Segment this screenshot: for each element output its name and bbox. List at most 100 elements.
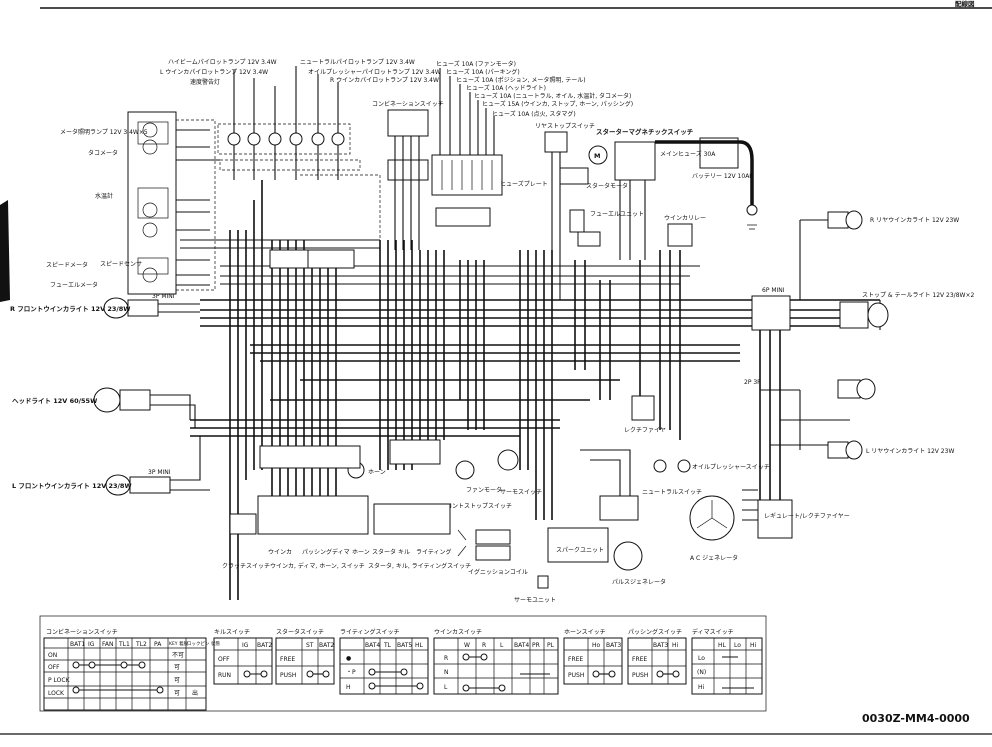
light-row-3: H — [346, 684, 351, 691]
main-harness — [229, 180, 781, 600]
spark-unit-label: スパークユニット — [556, 547, 604, 554]
fuse-head-label: ヒューズ 10A (ヘッドライト) — [466, 84, 546, 92]
right-handlebar-switch — [373, 439, 451, 535]
table-combination-title: コンビネーションスイッチ — [46, 628, 118, 636]
table-winker-title: ウインカスイッチ — [434, 628, 482, 636]
corner-title: 配線図 — [955, 0, 975, 8]
rectifier — [631, 395, 655, 421]
spark-unit — [547, 449, 639, 563]
kill-row-run: RUN — [218, 672, 231, 679]
wink-h-bat4: BAT4 — [514, 642, 529, 649]
battery-label: バッテリー 12V 10AH — [692, 173, 754, 180]
kill-h-bat2: BAT2 — [257, 642, 272, 649]
pass-row-push: PUSH — [632, 672, 648, 679]
wink-row-n: N — [444, 669, 449, 676]
speed-sensor-label: スピードセンサ — [100, 261, 142, 268]
clutch-switch-label: クラッチスイッチ — [222, 563, 270, 570]
r-rear-winker-label: R リヤウインカライト 12V 23W — [870, 216, 959, 224]
fuse-ign-label: ヒューズ 10A (点火, スタマグ) — [492, 110, 576, 118]
tables-frame — [39, 615, 767, 712]
r-front-winker-lamp — [103, 297, 200, 319]
dim-row-hi: Hi — [698, 684, 705, 691]
comb-h-bat1: BAT1 — [70, 641, 85, 648]
rear-2p3p-label: 2P 3P — [744, 379, 761, 386]
six-p-mini-label: 6P MINI — [762, 287, 785, 294]
meter-lamp-label: メータ照明ランプ 12V 3.4W×5 — [60, 128, 148, 136]
winker-relay — [667, 223, 693, 247]
table-horn-title: ホーンスイッチ — [564, 629, 606, 636]
meter-cluster — [127, 111, 220, 295]
winker-relay-label: ウインカリレー — [664, 214, 706, 222]
r-rear-winker-lamp — [827, 210, 863, 230]
comb-h-key: KEY 着脱 — [169, 640, 188, 647]
comb-key-off: 可 — [174, 664, 180, 671]
kill-h-ig: IG — [242, 642, 249, 649]
fuel-meter-label: フューエルメータ — [50, 281, 98, 289]
headlight-label: ヘッドライト 12V 60/55W — [12, 397, 97, 405]
comb-pin-lock: 出 — [192, 689, 198, 697]
front-3p-mini-label-2: 3P MINI — [148, 469, 171, 476]
thermo-unit-label: サーモユニット — [514, 597, 556, 604]
starter-sw-label: スタータ — [372, 548, 396, 556]
speed-warning-label: 速度警告灯 — [190, 78, 220, 86]
comb-key-lock: 可 — [174, 690, 180, 697]
l-rear-winker-label: L リヤウインカライト 12V 23W — [866, 447, 954, 455]
light-row-1: ● — [346, 655, 351, 662]
starter-motor-label: スタータモータ — [586, 182, 628, 190]
combination-switch-block — [387, 109, 429, 250]
l-front-winker-lamp — [105, 436, 210, 496]
water-temp-label: 水温計 — [95, 192, 113, 200]
dim-h-hi: Hi — [750, 642, 757, 649]
dim-h-lo: Lo — [734, 642, 741, 649]
binding-shadow — [0, 200, 10, 302]
oil-pressure-switch — [653, 459, 691, 473]
neutral-pilot-label: ニュートラルパイロットランプ 12V 3.4W — [300, 59, 415, 66]
stop-tail-label: ストップ & テールライト 12V 23/8W×2 — [862, 292, 974, 299]
wink-h-pr: PR — [532, 642, 540, 649]
neutral-switch-label: ニュートラルスイッチ — [642, 489, 702, 496]
comb-h-pa: PA — [154, 641, 162, 648]
comb-row-plock: P LOCK — [48, 677, 71, 684]
l-rear-winker-lamp — [827, 440, 863, 460]
starter-row-push: PUSH — [280, 672, 296, 679]
pulse-generator — [613, 541, 643, 571]
lighting-sw-label: ライティング — [416, 548, 452, 556]
ac-generator-label: A C ジェネレータ — [690, 554, 738, 562]
horn-sw-label: ホーン — [352, 549, 370, 556]
oil-pressure-switch-label: オイルプレッシャースイッチ — [692, 464, 770, 471]
r-winker-pilot-label: R ウインカパイロットランプ 12V 3.4W — [330, 76, 439, 84]
pass-h-bat3: BAT3 — [653, 642, 668, 649]
dimmer-label: ディマ — [332, 548, 350, 556]
tachometer-label: タコメータ — [88, 149, 118, 157]
pass-row-free: FREE — [632, 656, 647, 663]
passing-label: パッシング — [302, 548, 332, 556]
comb-row-off: OFF — [48, 664, 60, 671]
table-passing-title: パッシングスイッチ — [628, 628, 682, 636]
wink-h-l: L — [500, 642, 504, 649]
wink-h-w: W — [464, 642, 470, 649]
light-h-tl: TL — [383, 642, 392, 649]
kill-row-off: OFF — [218, 656, 230, 663]
six-p-connector — [751, 295, 791, 331]
horn-h-ho: Ho — [592, 642, 601, 649]
rear-stop-switch — [544, 131, 589, 300]
horn-row-push: PUSH — [568, 672, 584, 679]
fuse-position-label: ヒューズ 10A (ポジション, メータ照明, テール) — [456, 76, 586, 84]
table-starter-title: スタータスイッチ — [276, 628, 324, 636]
table-lighting-title: ライティングスイッチ — [340, 628, 400, 636]
headlight-lamp — [93, 387, 196, 428]
left-handlebar-switch — [229, 445, 369, 535]
main-fuse-label: メインヒューズ 30A — [660, 150, 716, 158]
regulator-label: レギュレート/レクチファイヤー — [764, 513, 850, 520]
starter-system: M — [588, 137, 758, 260]
connector-blocks — [219, 159, 381, 269]
comb-h-ig: IG — [88, 641, 95, 648]
light-h-bat4: BAT4 — [365, 642, 380, 649]
l-winker-pilot-label: L ウインカパイロットランプ 12V 3.4W — [160, 68, 268, 76]
rectifier-label: レクチファイヤ — [624, 427, 666, 434]
fuse-fan-label: ヒューズ 10A (ファンモータ) — [436, 60, 516, 68]
combination-switch-label: コンビネーションスイッチ — [372, 100, 444, 108]
left-group-label: ウインカ, ディマ, ホーン, スイッチ — [270, 562, 365, 570]
front-stop-switch-label: フロントストップスイッチ — [440, 503, 512, 510]
horn-row-free: FREE — [568, 656, 583, 663]
